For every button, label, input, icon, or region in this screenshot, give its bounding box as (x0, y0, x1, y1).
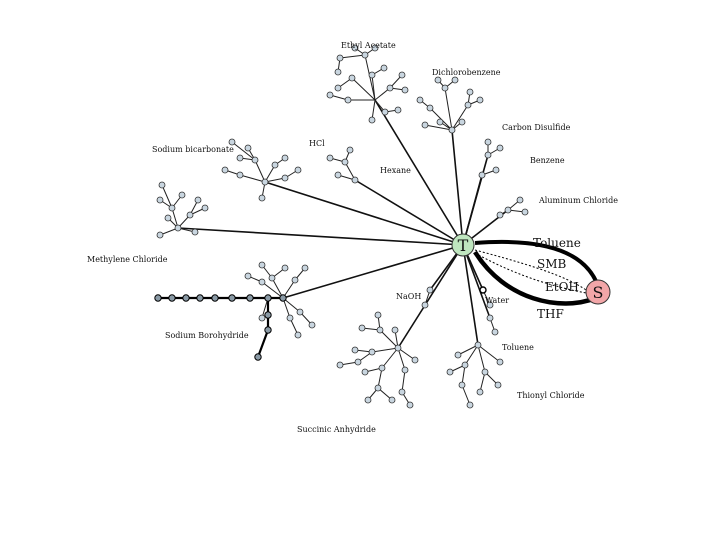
solvent-labels: Toluene SMB EtOH THF (533, 236, 581, 321)
end-node[interactable]: S (585, 279, 611, 305)
tree-sodium-borohydride (154, 261, 316, 361)
trunk-dichlorobenzene (451, 129, 464, 246)
label-hexane: Hexane (380, 166, 411, 175)
trunk-edges (177, 99, 509, 349)
label-succinic-anhydride: Succinic Anhydride (297, 425, 376, 434)
trunk-sodium-borohydride (282, 244, 464, 299)
trunk-succinic (397, 244, 464, 349)
label-benzene: Benzene (530, 156, 565, 165)
tree-naoh (421, 286, 494, 309)
trunk-ethyl-acetate (374, 99, 464, 246)
label-ethyl-acetate: Ethyl Acetate (341, 41, 396, 50)
trunk-thionyl (462, 244, 479, 346)
label-sodium-bicarbonate: Sodium bicarbonate (152, 145, 234, 154)
tree-thionyl-chloride (446, 341, 504, 409)
etoh-arc (474, 252, 587, 294)
trunk-hexane (354, 179, 464, 246)
solvent-arcs (473, 239, 600, 306)
label-aluminum-chloride: Aluminum Chloride (538, 196, 618, 205)
label-naoh: NaOH (396, 292, 421, 301)
tree-sodium-bicarbonate (221, 138, 302, 202)
end-node-label: S (593, 283, 604, 302)
label-hcl: HCl (309, 139, 325, 148)
trunk-toluene-lower (462, 244, 491, 319)
label-toluene-lower: Toluene (502, 343, 534, 352)
label-solvent-smb: SMB (537, 257, 567, 271)
label-water: Water (485, 296, 509, 305)
tree-succinic-anhydride (336, 311, 419, 409)
label-solvent-etoh: EtOH (545, 280, 579, 294)
smb-arc (474, 249, 587, 291)
label-solvent-thf: THF (537, 307, 564, 321)
start-node-label: T (458, 236, 469, 255)
trunk-methylene-chloride (177, 227, 464, 246)
tree-dichlorobenzene (416, 76, 484, 134)
tree-aluminum-chloride (496, 196, 529, 219)
label-carbon-disulfide: Carbon Disulfide (502, 123, 571, 132)
label-solvent-toluene: Toluene (533, 236, 581, 250)
start-node[interactable]: T (451, 233, 475, 257)
tree-ethyl-acetate (326, 44, 409, 124)
tree-methylene-chloride (156, 181, 209, 239)
tree-toluene-lower (486, 314, 499, 336)
branch-trees (154, 44, 529, 409)
toluene-arc (474, 239, 600, 287)
tree-carbon-disulfide (478, 138, 504, 179)
thf-arc (473, 250, 597, 306)
trunk-benzene (462, 174, 483, 246)
label-thionyl-chloride: Thionyl Chloride (517, 391, 585, 400)
label-dichlorobenzene: Dichlorobenzene (432, 68, 501, 77)
label-sodium-borohydride: Sodium Borohydride (165, 331, 249, 340)
tree-hexane (326, 146, 359, 184)
trunk-sodium-bicarbonate (264, 181, 464, 246)
chemical-labels: Ethyl Acetate Dichlorobenzene Carbon Dis… (87, 41, 618, 434)
label-methylene-chloride: Methylene Chloride (87, 255, 168, 264)
